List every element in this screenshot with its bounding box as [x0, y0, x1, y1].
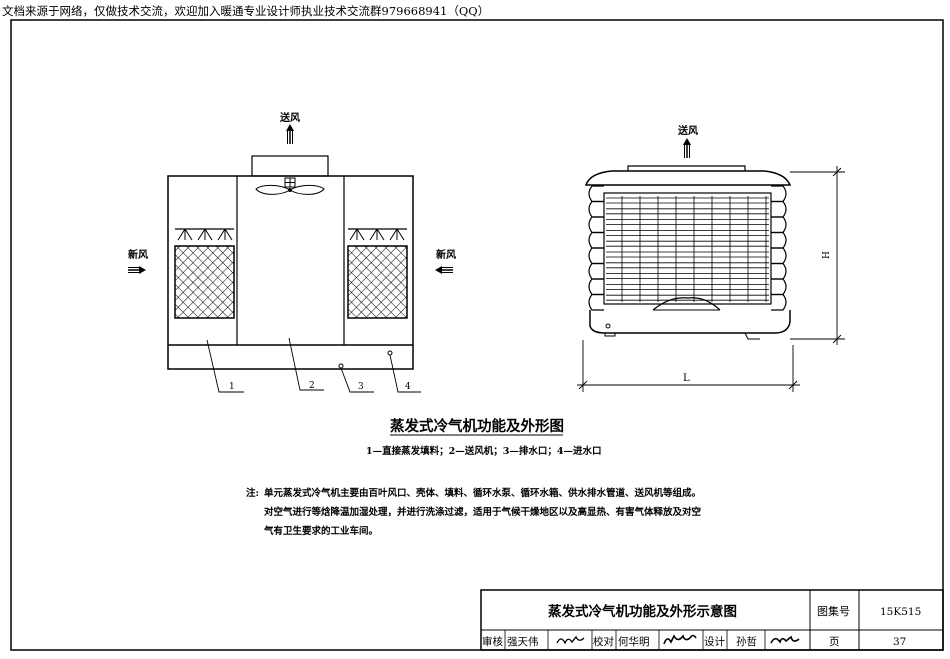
- check-signature: [663, 634, 697, 645]
- left-supply-air-label: 送风: [279, 111, 300, 124]
- notes-line-3: 气有卫生要求的工业车间。: [263, 525, 378, 537]
- right-spray-nozzles: [348, 228, 407, 241]
- page-label: 页: [829, 636, 840, 648]
- top-outlet: [251, 155, 329, 177]
- height-dimension: [790, 166, 845, 345]
- fan-icon: [255, 177, 325, 195]
- design-name: 孙哲: [736, 635, 757, 648]
- page-number: 37: [893, 636, 906, 648]
- review-signature: [556, 635, 585, 645]
- cooler-top-cap: [627, 165, 746, 171]
- length-dim-label: L: [683, 373, 690, 384]
- callout-2: 2: [309, 381, 315, 391]
- callout-1: 1: [229, 382, 235, 392]
- water-inlet-dot: [387, 350, 393, 356]
- notes-line-1: 单元蒸发式冷气机主要由百叶风口、壳体、填料、循环水泵、循环水箱、供水排水管道、送…: [264, 487, 701, 499]
- design-label: 设计: [704, 635, 725, 648]
- component-legend: 1—直接蒸发填料；2—送风机；3—排水口；4—进水口: [366, 445, 601, 457]
- notes-line-2: 对空气进行等焓降温加湿处理，并进行洗涤过滤，适用于气候干燥地区以及高显热、有害气…: [264, 506, 702, 518]
- design-signature: [770, 635, 800, 644]
- header-note: 文档来源于网络，仅做技术交流，欢迎加入暖通专业设计师执业技术交流群9796689…: [2, 4, 489, 18]
- title-block: [480, 589, 944, 651]
- atlas-label: 图集号: [817, 604, 850, 618]
- callout-leaders: [206, 337, 421, 393]
- drain-outlet-dot: [338, 363, 344, 369]
- sheet-border: [10, 19, 944, 651]
- review-label: 审核: [482, 635, 503, 648]
- right-supply-air-label: 送风: [677, 124, 698, 137]
- cooler-side-ribs: [588, 185, 787, 311]
- right-supply-air-arrow: [683, 138, 691, 158]
- drawing-title: 蒸发式冷气机功能及外形示意图: [548, 603, 737, 620]
- height-dim-label: H: [822, 251, 832, 259]
- right-evaporative-media: [347, 245, 408, 319]
- right-figure: 送风 H: [577, 124, 845, 392]
- cooler-louver-panel: [603, 192, 772, 305]
- fresh-air-left-arrow: [128, 266, 146, 274]
- fresh-air-right-arrow: [435, 266, 453, 274]
- review-name: 强天伟: [507, 635, 539, 648]
- fresh-air-left-label: 新风: [128, 248, 148, 261]
- atlas-number: 15K515: [880, 606, 921, 618]
- notes-label: 注:: [246, 487, 259, 499]
- callout-3: 3: [358, 382, 364, 392]
- left-evaporative-media: [174, 245, 235, 319]
- left-figure: 送风: [128, 111, 456, 393]
- check-label: 校对: [593, 635, 614, 648]
- figure-title: 蒸发式冷气机功能及外形图: [390, 417, 564, 435]
- fresh-air-right-label: 新风: [436, 248, 456, 261]
- length-dimension: [577, 340, 800, 392]
- left-spray-nozzles: [175, 228, 234, 241]
- unit-housing: [167, 175, 414, 370]
- cooler-base: [589, 310, 791, 334]
- check-name: 何华明: [618, 635, 650, 648]
- callout-4: 4: [405, 382, 411, 392]
- left-supply-air-arrow: [286, 124, 294, 144]
